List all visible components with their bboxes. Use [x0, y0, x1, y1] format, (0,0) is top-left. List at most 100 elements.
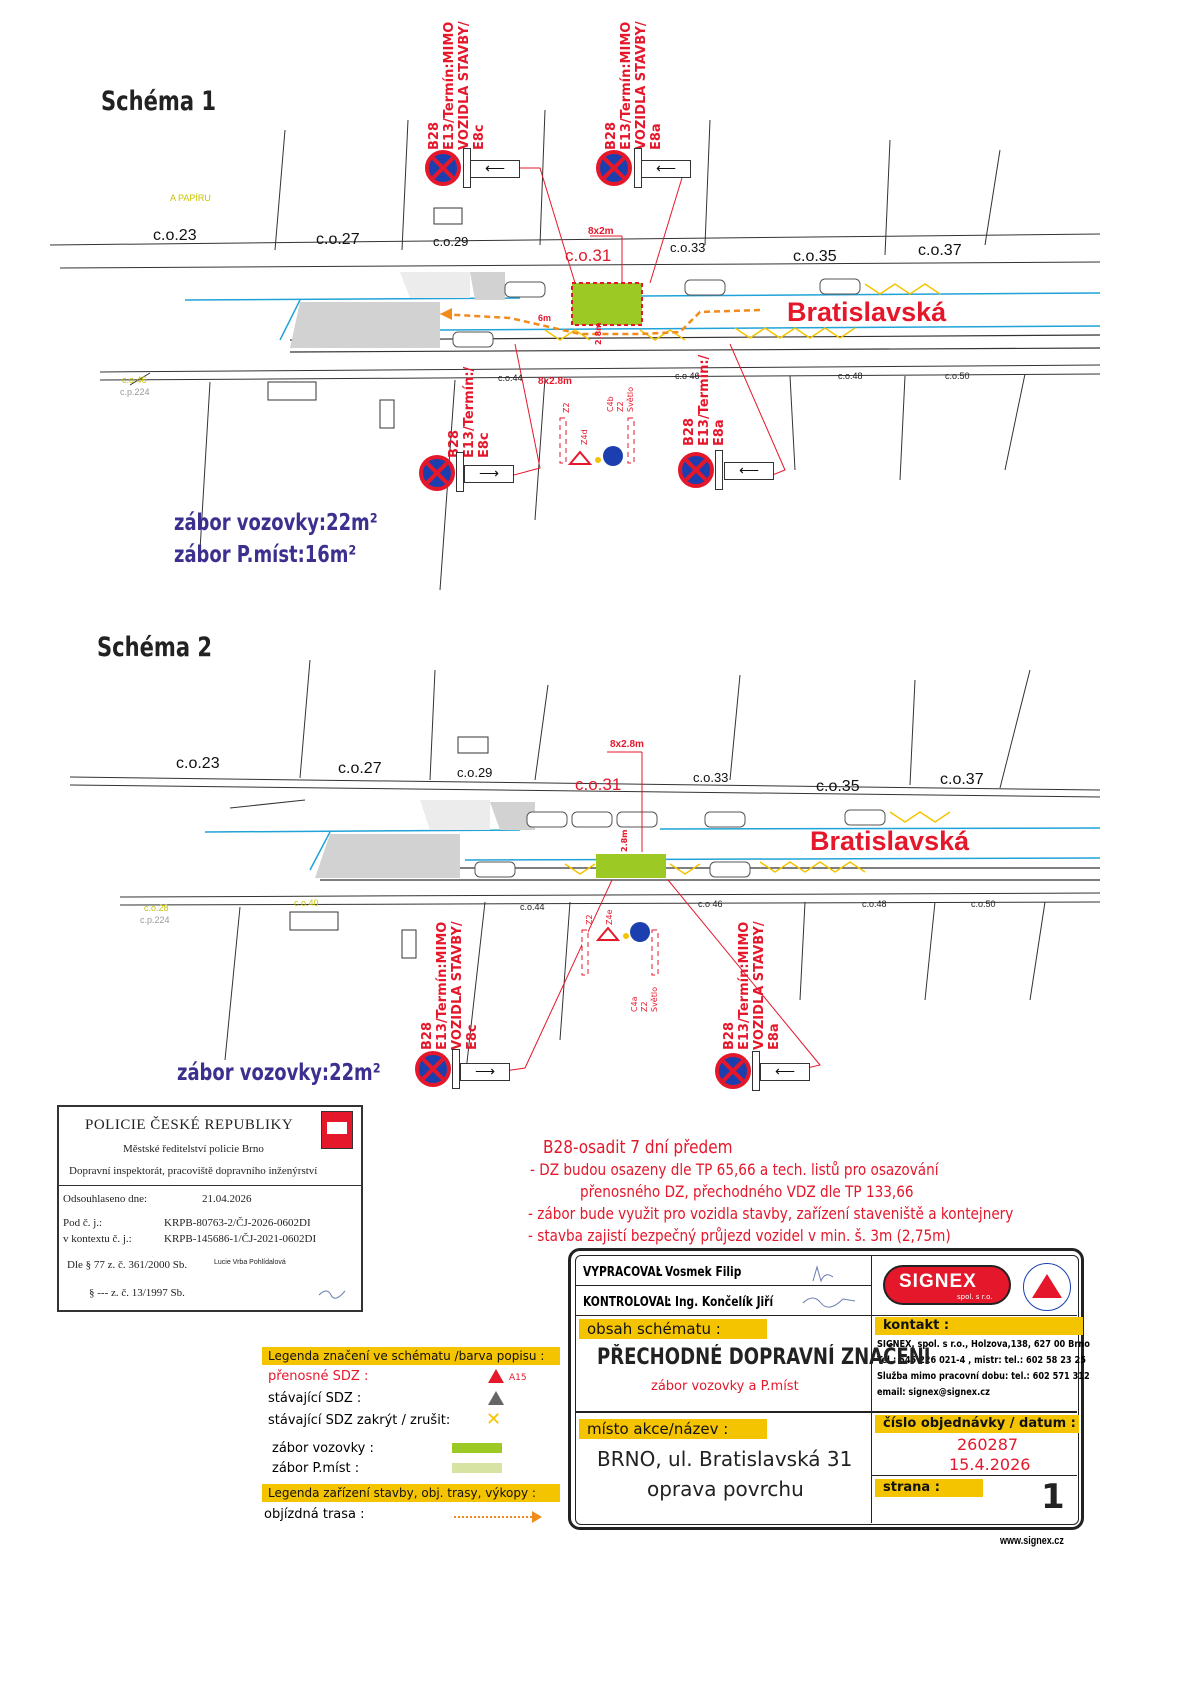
legend-detour-arrow-icon [532, 1511, 542, 1523]
schema2-dim-top: 8x2.8m [610, 739, 644, 750]
schema1-post-bot-left [456, 452, 464, 492]
notes-line2: - DZ budou osazeny dle TP 65,66 a tech. … [530, 1160, 939, 1179]
police-approved-date: 21.04.2026 [202, 1193, 252, 1205]
schema1-b28-top-right-icon [596, 150, 632, 186]
schema2-co-left: c.o.28 [144, 903, 169, 913]
schema1-sign-text-top-right: B28 E13/Termín:MIMO VOZIDLA STAVBY/ E8a [604, 21, 664, 150]
schema1-z4d: Z4d [580, 429, 589, 445]
tb-obsah-head: obsah schématu : [579, 1319, 767, 1339]
schema1-c4b: C4b Z2 Světlo [606, 387, 635, 412]
schema2-c4a: C4a Z2 Světlo [630, 987, 659, 1012]
legend-stavajici: stávající SDZ : [268, 1391, 362, 1406]
tb-kontakt-head: kontakt : [875, 1317, 1083, 1335]
notes-line3: přenosného DZ, přechodného VDZ dle TP 13… [580, 1182, 914, 1201]
police-law1: Dle § 77 z. č. 361/2000 Sb. [67, 1259, 188, 1271]
schema1-dim-6m: 6m [538, 313, 552, 323]
schema2-cp-left: c.p.224 [140, 915, 170, 925]
tb-kontakt3: Služba mimo pracovní dobu: tel.: 602 571… [877, 1371, 1090, 1382]
schema2-zabor-vozovky-text: zábor vozovky:22m² [177, 1060, 381, 1086]
schema1-z2: Z2 [562, 402, 571, 413]
schema1-co-31: c.o.31 [565, 246, 612, 265]
tb-datum: 15.4.2026 [949, 1455, 1031, 1474]
tb-misto1: BRNO, ul. Bratislavská 31 [597, 1447, 853, 1471]
schema1-zabor-pmist-text: zábor P.míst:16m² [174, 542, 357, 568]
tb-misto-head: místo akce/název : [579, 1419, 767, 1439]
schema2-co-48: c.o.48 [862, 899, 887, 909]
legend-zabor-pmist: zábor P.míst : [272, 1461, 360, 1476]
schema2-co-31: c.o.31 [575, 775, 622, 794]
legend-detour-line [454, 1516, 532, 1518]
police-title: POLICIE ČESKÉ REPUBLIKY [85, 1117, 294, 1133]
schema2-co-23: c.o.23 [176, 755, 220, 772]
schema2-co-46: c.o 46 [698, 899, 723, 909]
signex-web: www.signex.cz [1000, 1535, 1064, 1547]
tb-obsah-sub: zábor vozovky a P.míst [651, 1379, 799, 1394]
tb-misto2: oprava povrchu [647, 1477, 804, 1501]
schema1-co-left: c.o.46 [122, 375, 147, 385]
legend-objizdna: objízdná trasa : [264, 1507, 365, 1522]
schema2-post-bot-left [452, 1049, 460, 1089]
schema2-co-37: c.o.37 [940, 771, 984, 788]
tb-cislo: 260287 [957, 1435, 1019, 1454]
schema1-cp-left: c.p.224 [120, 387, 150, 397]
schema2-b28-bot-right-icon [715, 1053, 751, 1089]
police-ref-label: Pod č. j.: [63, 1217, 103, 1229]
police-ctx-label: v kontextu č. j.: [63, 1233, 132, 1245]
police-sub2: Dopravní inspektorát, pracoviště dopravn… [69, 1165, 318, 1177]
schema2-dim-28m: 2.8m [620, 829, 629, 852]
police-ctx-value: KRPB-145686-1/ČJ-2021-0602DI [164, 1233, 317, 1245]
schema1-e8c-arrow-icon: ⟵ [470, 160, 520, 178]
schema1-co-27: c.o.27 [316, 231, 360, 248]
notes-line4: - zábor bude využit pro vozidla stavby, … [528, 1204, 1014, 1223]
schema1-a-papiru: A PAPÍRU [170, 193, 211, 203]
schema1-zabor-vozovky-text: zábor vozovky:22m² [174, 510, 378, 536]
schema1-co-33: c.o.33 [670, 240, 706, 255]
tb-kontroloval: : Ing. Končelík Jiří [667, 1295, 774, 1310]
police-ref-value: KRPB-80763-2/ČJ-2026-0602DI [164, 1217, 311, 1229]
legend-warning-triangle-icon [488, 1369, 504, 1383]
schema1-zabor-vozovky [572, 283, 642, 325]
schema2-co-35: c.o.35 [816, 778, 860, 795]
notes-line5: - stavba zajistí bezpečný průjezd vozide… [528, 1226, 951, 1245]
title-block: VYPRACOVAL : Vosmek Filip KONTROLOVAL : … [568, 1248, 1090, 1530]
schema2-zabor-vozovky [596, 854, 666, 878]
tb-kontakt2: Tel.: 545 226 021-4 , mistr: tel.: 602 5… [877, 1355, 1086, 1366]
tb-vypracoval-label: VYPRACOVAL [583, 1265, 663, 1280]
police-emblem-icon [321, 1111, 353, 1149]
legend-existing-sign-icon [488, 1391, 504, 1405]
schema2-sign-text-bot-right: B28 E13/Termín:MIMO VOZIDLA STAVBY/ E8a [722, 921, 782, 1050]
schema2-co-50: c.o.50 [971, 899, 996, 909]
police-approved-label: Odsouhlaseno dne: [63, 1193, 148, 1205]
schema2-post-bot-right [752, 1051, 760, 1091]
schema1-co-35: c.o.35 [793, 248, 837, 265]
notes-line1: B28-osadit 7 dní předem [543, 1137, 733, 1158]
schema2-sign-text-bot-left: B28 E13/Termín:MIMO VOZIDLA STAVBY/ E8c [420, 921, 480, 1050]
legend-zabor-vozovky: zábor vozovky : [272, 1441, 374, 1456]
tb-strana-head: strana : [875, 1479, 983, 1497]
schema1-street-name: Bratislavská [787, 297, 947, 327]
schema1-map [49, 109, 1101, 591]
schema1-b28-bot-left-icon [419, 455, 455, 491]
schema1-co-46: c.o 46 [675, 371, 700, 381]
schema1-dim-top: 8x2m [588, 226, 614, 237]
legend-zabor-vozovky-swatch [452, 1443, 502, 1453]
schema2-b28-bot-left-icon [415, 1051, 451, 1087]
tb-kontakt4: email: signex@signex.cz [877, 1387, 990, 1398]
schema2-map [69, 659, 1101, 1081]
schema1-b28-bot-right-icon [678, 452, 714, 488]
schema1-co-50: c.o.50 [945, 371, 970, 381]
schema2-co-33: c.o.33 [693, 770, 729, 785]
police-law2: § --- z. č. 13/1997 Sb. [89, 1287, 185, 1299]
police-signer: Lucie Vrba Pohlídalová [214, 1259, 286, 1266]
schema2-title: Schéma 2 [97, 632, 213, 663]
schema1-co-37: c.o.37 [918, 242, 962, 259]
schema1-b28-top-left-icon [425, 150, 461, 186]
schema2-e8c-arrow-icon: ⟶ [460, 1063, 510, 1081]
legend-head2: Legenda zařízení stavby, obj. trasy, výk… [262, 1484, 560, 1502]
legend-prenosne: přenosné SDZ : [268, 1369, 369, 1384]
schema2-z2: Z2 [585, 914, 594, 925]
schema1-dim-28m: 2.8m [594, 322, 603, 345]
schema1-title: Schéma 1 [101, 86, 217, 117]
legend-zakryt: stávající SDZ zakrýt / zrušit: [268, 1413, 451, 1428]
association-logo-icon [1023, 1263, 1071, 1311]
